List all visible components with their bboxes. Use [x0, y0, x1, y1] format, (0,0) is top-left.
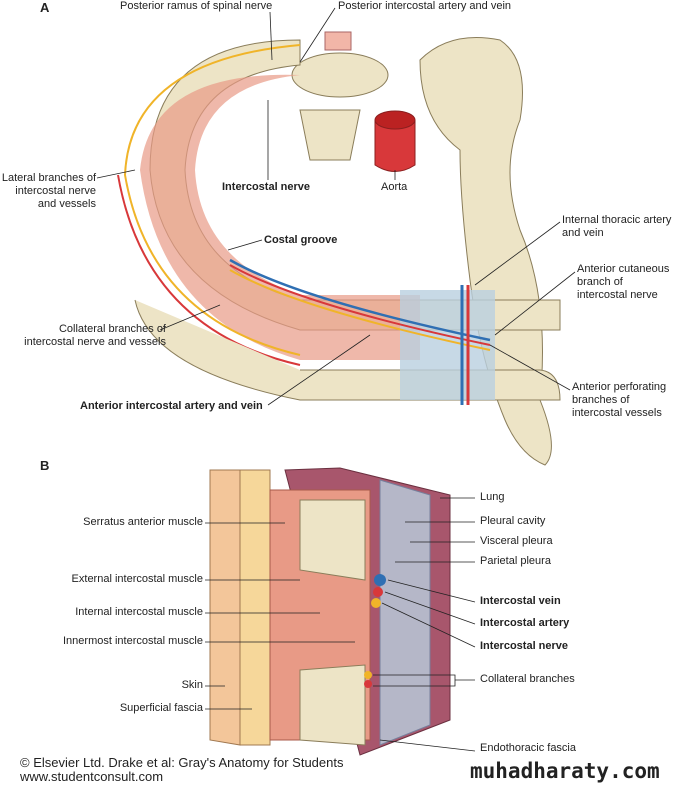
label-intercostal-nerve-a: Intercostal nerve [222, 181, 311, 193]
label-serratus: Serratus anterior muscle [83, 516, 203, 528]
chest-wall-block [209, 467, 451, 756]
label-innermost-intercostal: Innermost intercostal muscle [63, 635, 203, 647]
label-line: branches of [572, 394, 630, 406]
rib [117, 39, 561, 405]
panel-a-letter: A [40, 0, 50, 15]
label-intercostal-vein: Intercostal vein [480, 595, 561, 607]
panel-b-letter: B [40, 458, 50, 473]
label-line: Anterior cutaneous [577, 263, 670, 275]
label-line: intercostal vessels [572, 407, 662, 419]
label-line: and vein [562, 227, 604, 239]
label-aorta: Aorta [381, 181, 408, 193]
label-superficial-fascia: Superficial fascia [119, 702, 203, 714]
label-endothoracic-fascia: Endothoracic fascia [480, 742, 576, 754]
label-line: and vessels [37, 198, 96, 210]
label-lung: Lung [480, 491, 505, 503]
label-visceral-pleura: Visceral pleura [480, 535, 553, 547]
label-parietal-pleura: Parietal pleura [480, 555, 551, 567]
label-collateral-branches-a: Collateral branches of intercostal nerve… [0, 323, 166, 349]
label-costal-groove: Costal groove [264, 234, 338, 246]
label-lateral-branches: Lateral branches of intercostal nerve an… [0, 172, 96, 211]
label-pleural-cavity: Pleural cavity [480, 515, 546, 527]
label-anterior-perforating: Anterior perforating branches of interco… [572, 381, 666, 420]
label-line: Anterior perforating [572, 381, 667, 393]
label-line: Collateral branches of [58, 323, 166, 335]
label-anterior-intercostal: Anterior intercostal artery and vein [80, 400, 263, 412]
label-line: intercostal nerve [577, 289, 658, 301]
sternum [419, 37, 552, 466]
label-internal-thoracic: Internal thoracic artery and vein [562, 214, 671, 240]
copyright-footer: © Elsevier Ltd. Drake et al: Gray's Anat… [20, 755, 344, 784]
label-skin: Skin [181, 679, 203, 691]
aorta-icon [374, 110, 416, 172]
label-posterior-ramus: Posterior ramus of spinal nerve [120, 0, 273, 12]
label-intercostal-artery: Intercostal artery [480, 617, 570, 629]
label-line: branch of [577, 276, 623, 288]
label-line: intercostal nerve and vessels [24, 336, 166, 348]
watermark: muhadharaty.com [470, 759, 660, 783]
label-internal-intercostal: Internal intercostal muscle [75, 606, 203, 618]
label-posterior-intercostal: Posterior intercostal artery and vein [338, 0, 512, 12]
label-line: Lateral branches of [1, 172, 96, 184]
label-external-intercostal: External intercostal muscle [71, 573, 203, 585]
label-intercostal-nerve-b: Intercostal nerve [480, 640, 569, 652]
vertebra [291, 31, 389, 161]
leader-lines [96, 7, 576, 752]
label-anterior-cutaneous: Anterior cutaneous branch of intercostal… [577, 263, 669, 302]
label-line: Internal thoracic artery [562, 214, 672, 226]
label-collateral-branches-b: Collateral branches [480, 673, 575, 685]
label-line: intercostal nerve [15, 185, 96, 197]
